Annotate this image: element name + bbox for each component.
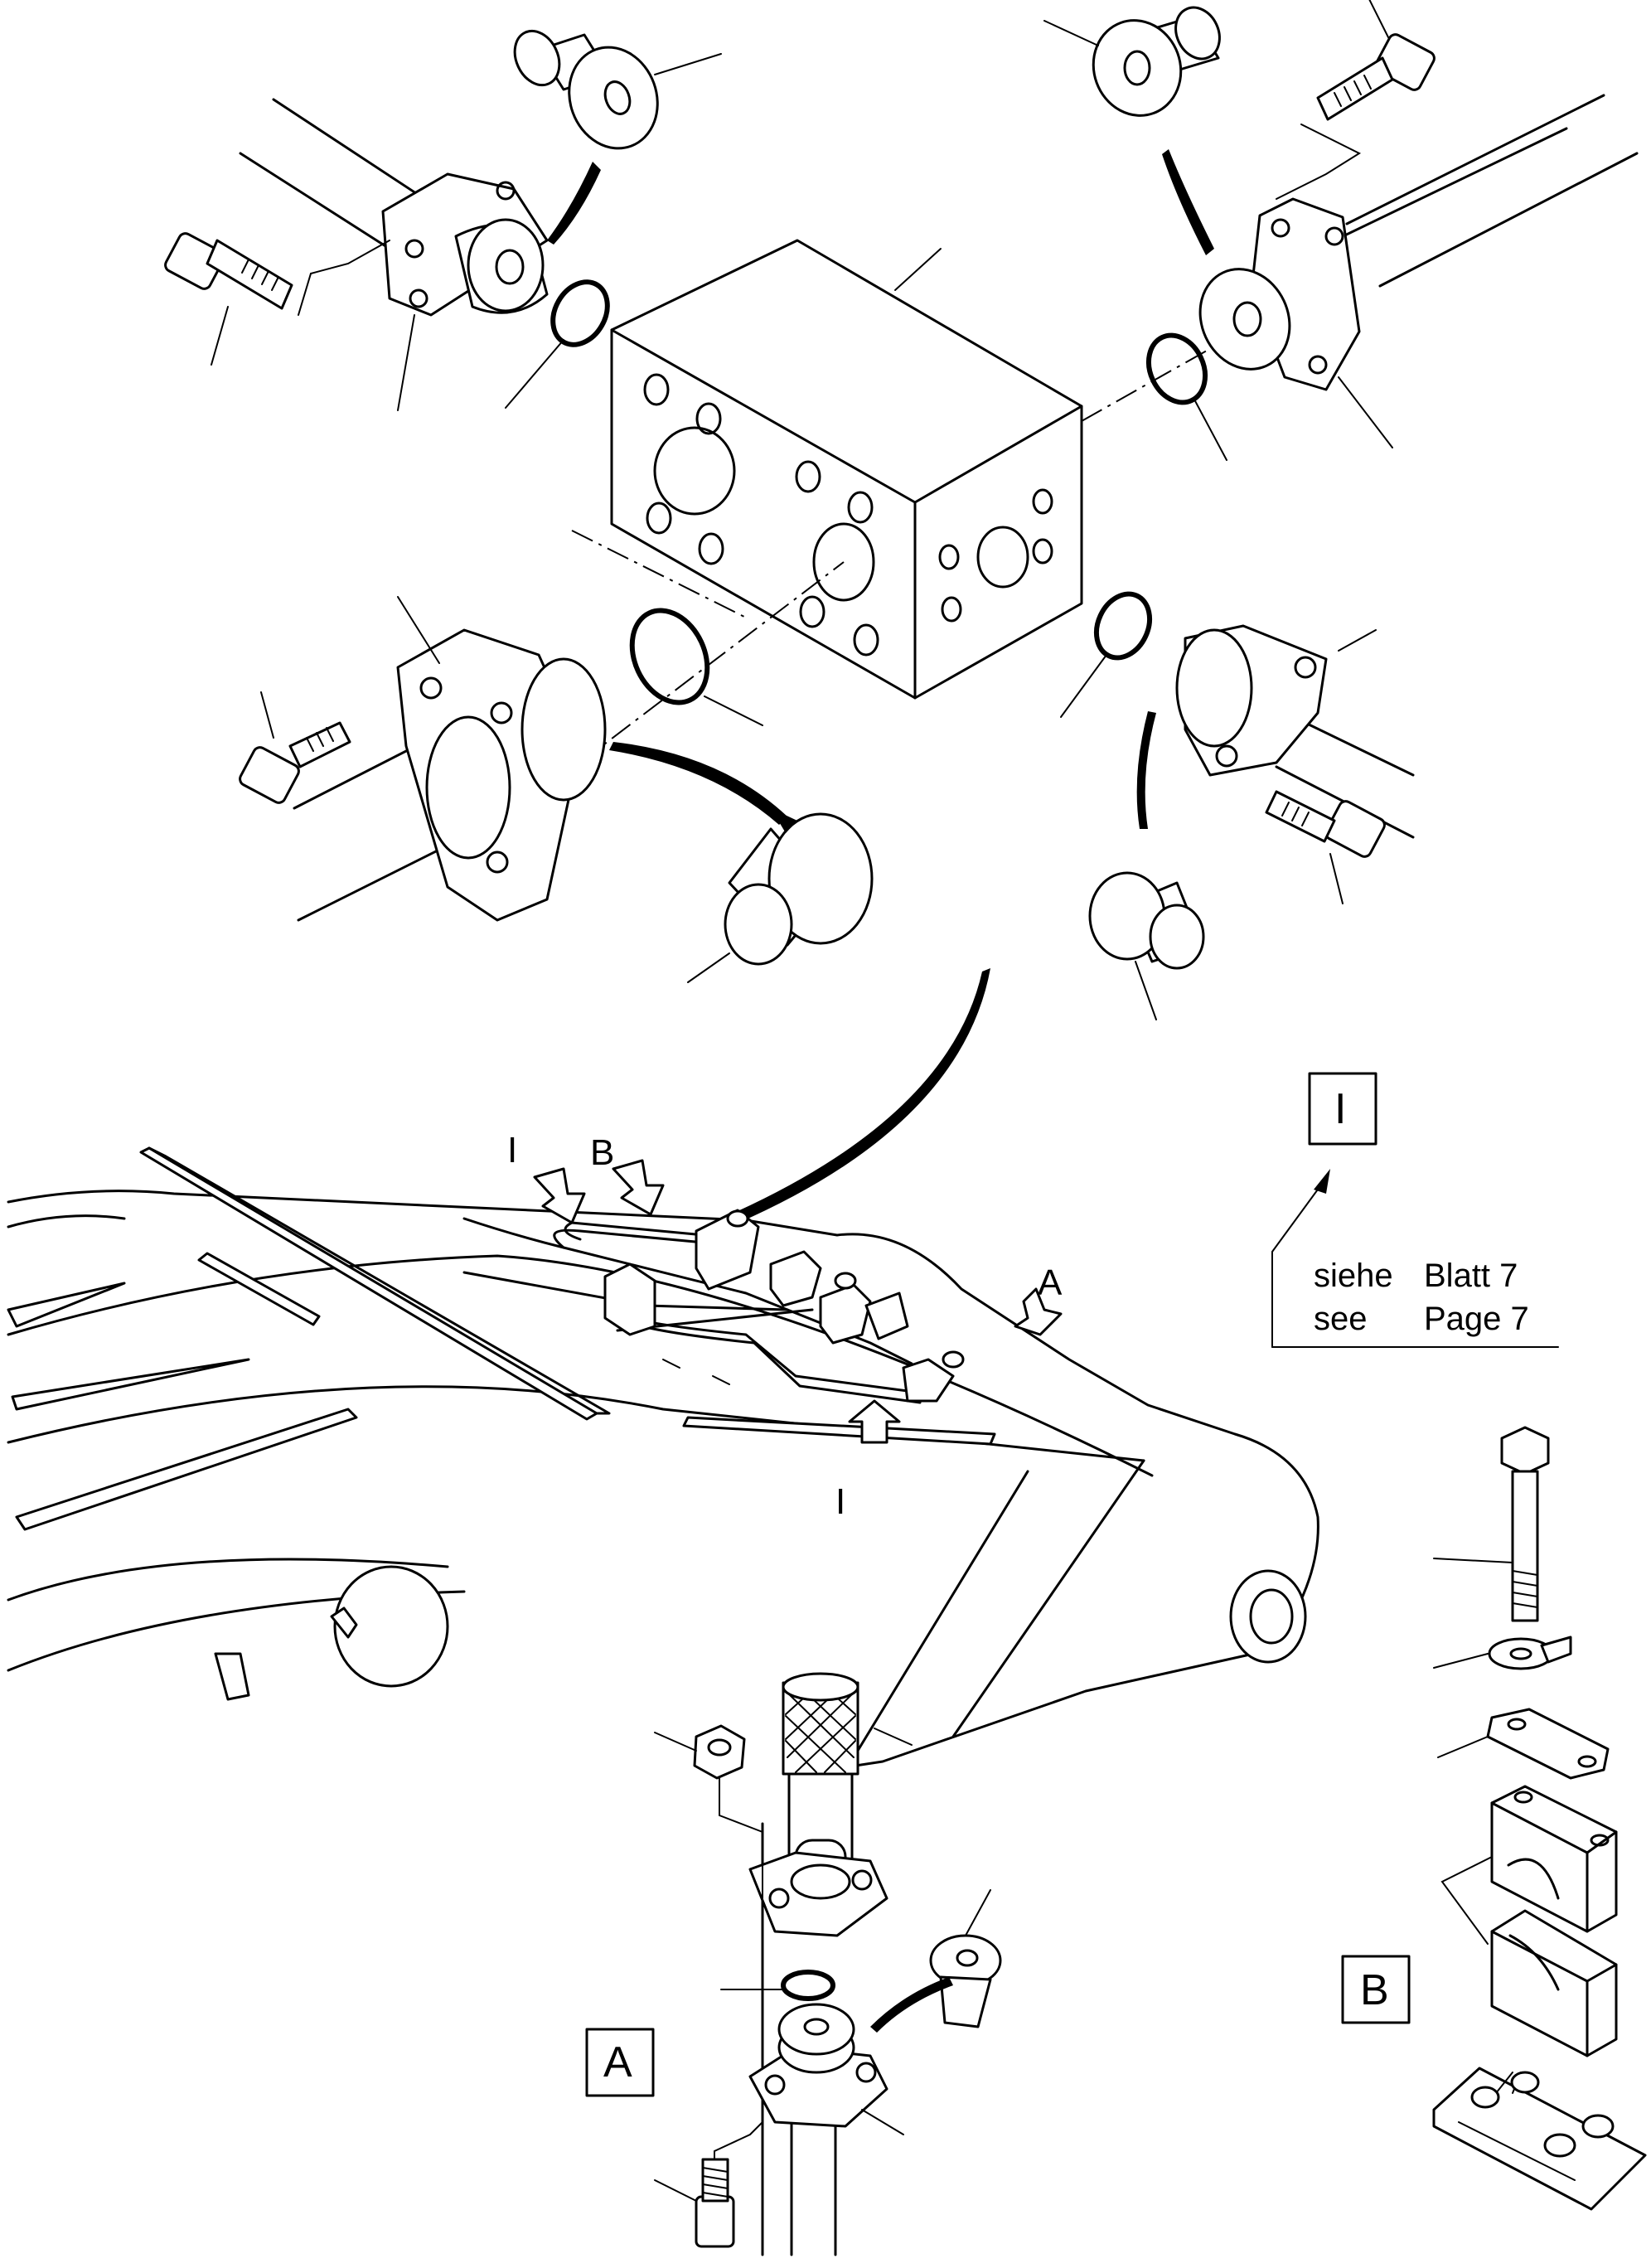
detail-b-plate (1437, 1708, 1610, 1780)
flange-mid-left (293, 596, 607, 922)
detail-a-o-ring (720, 1970, 835, 2001)
arrow-b (612, 1159, 665, 1216)
flange-mid-right (1175, 624, 1415, 839)
bolt-top-right (1276, 0, 1436, 200)
reference-text-de-word: siehe (1314, 1258, 1393, 1294)
arrow-i-bottom (848, 1399, 901, 1444)
reference-arrowhead (1314, 1169, 1330, 1194)
detail-a-plug (870, 1889, 1002, 2033)
arrow-b-label: B (590, 1132, 614, 1173)
detail-a-nut (654, 1724, 763, 1899)
detail-a-bolt (654, 2121, 763, 2248)
arrow-a-label: A (1038, 1262, 1063, 1303)
pipe-assembly (462, 1209, 965, 1404)
view-i-label: I (1334, 1085, 1346, 1133)
detail-b-bolt (1433, 1426, 1550, 1622)
detail-b-clamp-lower (1490, 1909, 1618, 2057)
plug-mid-left (609, 742, 874, 983)
detail-arrow-to-boom (721, 968, 990, 1227)
reference-leader (1271, 1183, 1323, 1348)
view-a-label: A (603, 2038, 632, 2086)
bolt-mid-right (1265, 790, 1386, 904)
arrow-a (1014, 1287, 1063, 1336)
centerline-front (579, 561, 845, 763)
o-ring-top-right (1145, 332, 1227, 461)
arrow-i-top (533, 1167, 586, 1224)
detail-a-flange-upper (748, 1851, 888, 1937)
view-i-box (1308, 1072, 1377, 1146)
plug-top-right (1043, 6, 1221, 255)
o-ring-top-left (505, 279, 610, 409)
reference-text-de-ref: Blatt 7 (1424, 1258, 1518, 1294)
detail-b-lock-washer (1433, 1636, 1572, 1670)
flange-top-right (1198, 94, 1639, 448)
plug-top-left (513, 29, 722, 245)
boom-rail-short (197, 1252, 321, 1326)
plug-mid-right (1088, 711, 1205, 1020)
arrow-i-bottom-label: I (835, 1481, 845, 1522)
detail-b-clamp-upper (1490, 1785, 1618, 1933)
valve-block (610, 239, 1083, 700)
view-a-box (585, 2028, 655, 2097)
detail-b-base-plate (1432, 2067, 1647, 2211)
bolt-top-left (164, 232, 390, 366)
centerline-left (571, 530, 747, 618)
o-ring-mid-left (629, 608, 763, 726)
flange-top-left (239, 98, 549, 411)
detail-a-flange-lower (748, 2003, 904, 2135)
arrow-i-top-label: I (507, 1130, 517, 1170)
bolt-mid-left (239, 691, 351, 804)
reference-text-en-word: see (1314, 1301, 1368, 1337)
detail-b-leader-clamps (1440, 1856, 1493, 1945)
detail-a-hose (761, 1672, 859, 2256)
boom-rail-left (139, 1146, 611, 1421)
o-ring-mid-right (1060, 591, 1153, 718)
boom (7, 1190, 1319, 1771)
reference-text-en-ref: Page 7 (1424, 1301, 1529, 1337)
boom-rail-right (682, 1416, 996, 1446)
view-b-label: B (1360, 1966, 1389, 2014)
view-b-box (1341, 1955, 1411, 2024)
